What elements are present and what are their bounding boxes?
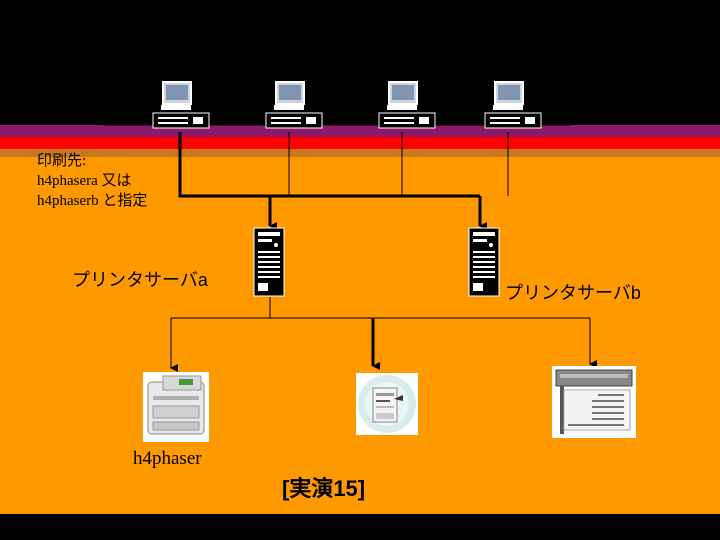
note-line-2: h4phasera 又は — [37, 173, 132, 189]
header-band — [0, 0, 720, 125]
printer-icon — [356, 373, 418, 435]
printer-h4phaser-label: h4phaser — [133, 448, 202, 469]
print-destination-note: 印刷先: h4phasera 又は h4phaserb と指定 — [37, 151, 147, 211]
print-path-line — [178, 132, 480, 198]
computer-terminal-icon — [484, 81, 542, 129]
computer-terminal-icon — [265, 81, 323, 129]
footer-band — [0, 514, 720, 540]
note-line-1: 印刷先: — [37, 153, 87, 169]
print-server-a-label: プリンタサーバa — [72, 270, 208, 290]
tower-server-icon — [468, 227, 500, 297]
computer-terminal-icon — [152, 81, 210, 129]
large-format-plotter-icon — [552, 366, 636, 438]
demo-label: [実演15] — [282, 476, 366, 501]
laser-printer-icon — [143, 372, 209, 442]
tower-server-icon — [253, 227, 285, 297]
computer-terminal-icon — [378, 81, 436, 129]
print-server-b-label: プリンタサーバb — [505, 283, 641, 303]
note-line-3: h4phaserb と指定 — [37, 193, 148, 209]
brown-stripe — [0, 149, 720, 157]
